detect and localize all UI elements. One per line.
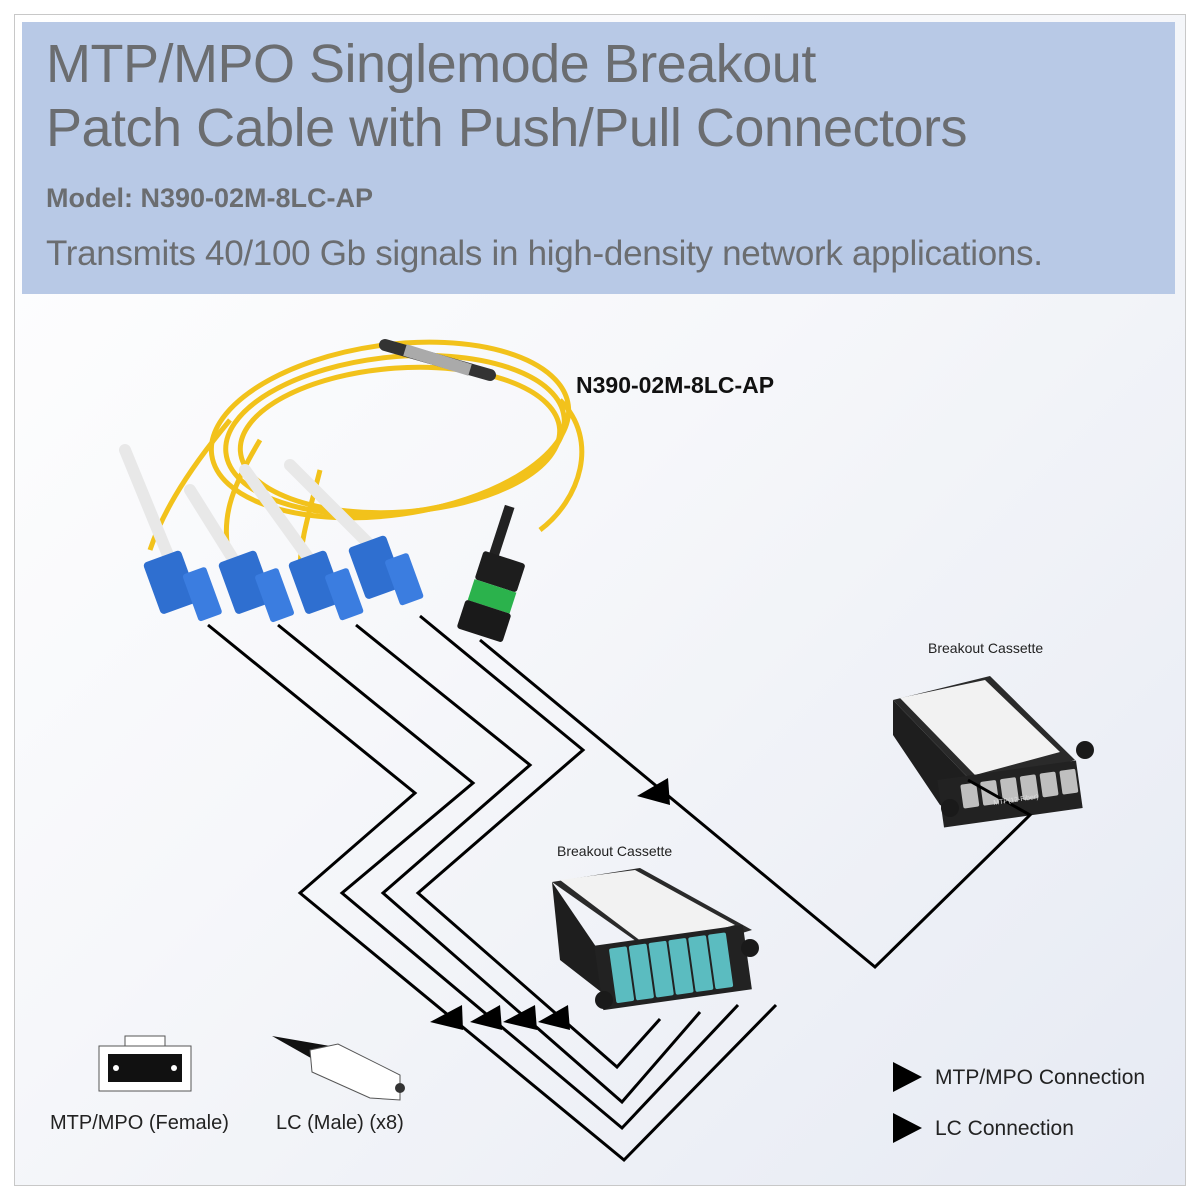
connection-lines: [207, 614, 1033, 1163]
lc-arrow-4: [538, 1005, 570, 1030]
lc-arrow-3: [503, 1005, 537, 1030]
mtp-connector: [457, 504, 525, 642]
lc-connector-3: [239, 464, 364, 621]
lc-line-2: [277, 623, 740, 1131]
product-label: N390-02M-8LC-AP: [576, 372, 775, 398]
mtp-female-label: MTP/MPO (Female): [50, 1112, 229, 1134]
breakout-cassette-mtp: [893, 676, 1094, 828]
lc-connector-2: [184, 484, 294, 623]
lc-line-1: [207, 623, 778, 1163]
lc-arrow-2: [470, 1005, 502, 1030]
cable-breakout-boot: [379, 339, 496, 381]
tagline: Transmits 40/100 Gb signals in high-dens…: [46, 234, 1043, 273]
model-number: Model: N390-02M-8LC-AP: [46, 183, 374, 213]
arrowheads: [430, 778, 670, 1030]
page-title: MTP/MPO Singlemode Breakout Patch Cable …: [46, 32, 1166, 160]
title-line-2: Patch Cable with Push/Pull Connectors: [46, 98, 968, 158]
mtp-line: [479, 638, 1033, 970]
legend-lc-label: LC Connection: [935, 1117, 1074, 1140]
cassette-label-mtp: Breakout Cassette: [928, 640, 1044, 656]
lc-male-icon: [272, 1036, 405, 1101]
breakout-cassette-lc: [552, 868, 759, 1011]
lc-connector-1: [119, 444, 222, 622]
legend-mtp-label: MTP/MPO Connection: [935, 1066, 1146, 1089]
legend-mtp-arrow-icon: [893, 1062, 922, 1092]
mtp-female-icon: [98, 1035, 192, 1092]
title-line-1: MTP/MPO Singlemode Breakout: [46, 34, 816, 94]
legend-lc-arrow-icon: [893, 1113, 922, 1143]
lc-line-3: [355, 623, 702, 1105]
lc-line-4: [415, 614, 662, 1070]
header-banner: [22, 22, 1175, 294]
lc-connectors: [119, 444, 424, 623]
cassette-label-lc: Breakout Cassette: [557, 843, 673, 859]
lc-male-label: LC (Male) (x8): [276, 1112, 404, 1134]
mtp-arrow: [637, 778, 670, 805]
lc-connector-4: [284, 459, 424, 606]
lc-arrow-1: [430, 1005, 463, 1030]
